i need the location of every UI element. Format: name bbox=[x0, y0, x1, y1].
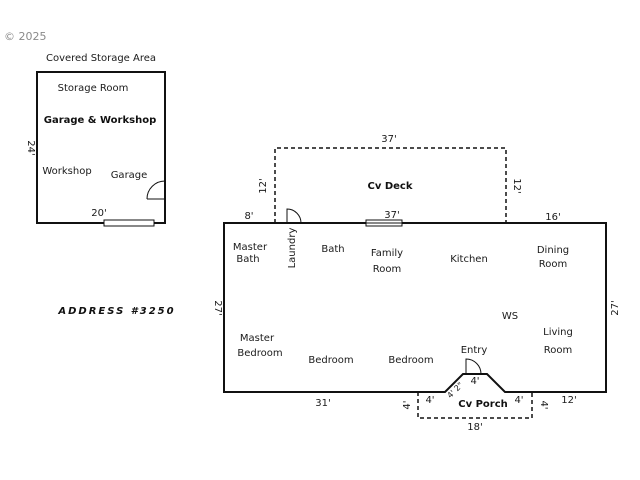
room-dining-line1: Dining bbox=[537, 245, 569, 256]
deck-label: Cv Deck bbox=[368, 181, 413, 192]
room-kitchen: Kitchen bbox=[450, 254, 488, 265]
porch-dim-right-top: 4' bbox=[514, 395, 523, 406]
porch-dim-right-side: 4' bbox=[538, 400, 549, 409]
room-master-bath-line2: Bath bbox=[236, 254, 259, 265]
garage-label: Garage bbox=[111, 170, 148, 181]
room-bedroom-2: Bedroom bbox=[388, 355, 433, 366]
room-laundry: Laundry bbox=[287, 228, 298, 269]
room-entry: Entry bbox=[461, 345, 488, 356]
deck-dim-bottom: 37' bbox=[384, 210, 399, 221]
laundry-door-icon bbox=[286, 208, 302, 224]
porch-label: Cv Porch bbox=[458, 399, 508, 410]
room-living-line1: Living bbox=[543, 327, 573, 338]
entry-door-icon bbox=[465, 358, 482, 375]
workshop-label: Workshop bbox=[42, 166, 91, 177]
porch-dim-center: 4' bbox=[470, 376, 479, 387]
garage-door-icon bbox=[146, 180, 166, 200]
deck-outline bbox=[274, 147, 507, 223]
house-dim-top-left: 8' bbox=[244, 211, 253, 222]
porch-dim-diagonal: 4' 2" bbox=[445, 380, 465, 400]
room-dining-line2: Room bbox=[539, 259, 567, 270]
house-dim-bottom-left: 31' bbox=[315, 398, 330, 409]
house-outline bbox=[223, 222, 607, 393]
garage-outline bbox=[36, 71, 166, 224]
deck-dim-top: 37' bbox=[381, 134, 396, 145]
house-dim-left: 27' bbox=[212, 300, 223, 315]
porch-dim-left-side: 4' bbox=[402, 400, 413, 409]
deck-dim-left: 12' bbox=[258, 178, 269, 193]
room-living-line2: Room bbox=[544, 345, 572, 356]
house-dim-right: 27' bbox=[610, 300, 621, 315]
address-label: ADDRESS #3250 bbox=[57, 306, 175, 317]
room-family-line1: Family bbox=[371, 248, 403, 259]
room-master-bedroom-line2: Bedroom bbox=[237, 348, 282, 359]
covered-storage-label: Covered Storage Area bbox=[46, 53, 156, 64]
garage-workshop-label: Garage & Workshop bbox=[44, 115, 157, 126]
garage-overhead-door-icon bbox=[103, 219, 155, 227]
copyright-text: © 2025 bbox=[4, 30, 47, 43]
porch-dim-left-top: 4' bbox=[425, 395, 434, 406]
room-master-bedroom-line1: Master bbox=[240, 333, 275, 344]
garage-dim-height: 24' bbox=[25, 140, 36, 155]
garage-dim-width: 20' bbox=[91, 208, 106, 219]
house-dim-bottom-right: 12' bbox=[561, 395, 576, 406]
house-dim-top-right: 16' bbox=[545, 212, 560, 223]
room-bath: Bath bbox=[321, 244, 344, 255]
deck-dim-right: 12' bbox=[511, 178, 522, 193]
porch-dim-bottom: 18' bbox=[467, 422, 482, 433]
room-ws: WS bbox=[502, 311, 518, 322]
storage-room-label: Storage Room bbox=[58, 83, 129, 94]
room-family-line2: Room bbox=[373, 264, 401, 275]
room-master-bath-line1: Master bbox=[233, 242, 268, 253]
room-bedroom-1: Bedroom bbox=[308, 355, 353, 366]
